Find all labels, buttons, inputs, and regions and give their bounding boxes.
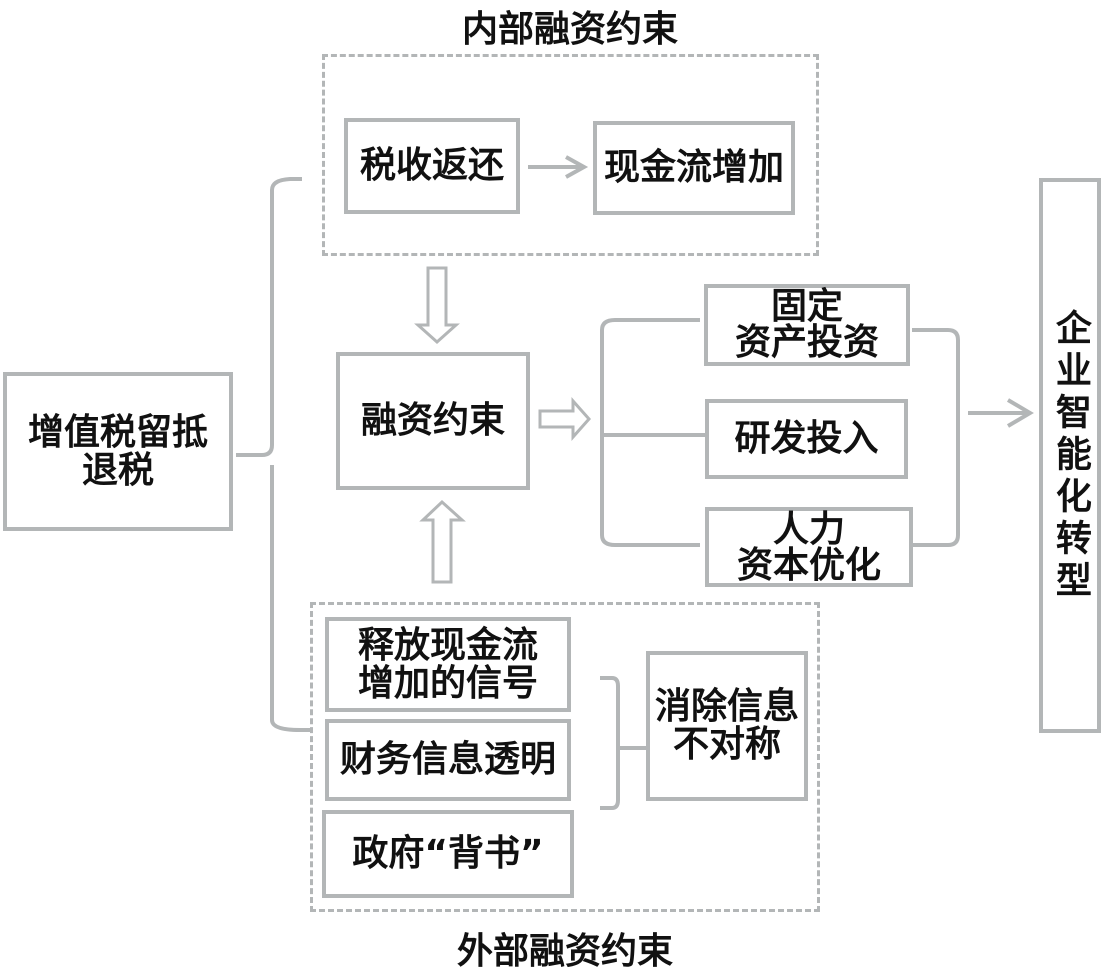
fixed-asset-investment-node: 固定 资产投资 xyxy=(704,284,910,366)
result-brace xyxy=(912,328,960,547)
signal-node: 释放现金流 增加的信号 xyxy=(325,617,571,712)
rnd-investment-node: 研发投入 xyxy=(705,399,908,479)
hollow-arrow-down xyxy=(414,266,460,345)
external-brace xyxy=(600,676,646,810)
hollow-arrow-up xyxy=(419,499,466,584)
tax-return-node: 税收返还 xyxy=(344,118,520,214)
financial-transparency-node: 财务信息透明 xyxy=(325,719,571,801)
arrow-tax-to-cash xyxy=(528,155,589,179)
internal-constraint-title: 内部融资约束 xyxy=(461,9,678,50)
hollow-arrow-right xyxy=(538,397,592,441)
arrow-to-transformation xyxy=(968,398,1034,428)
external-constraint-title: 外部融资约束 xyxy=(456,931,673,972)
intelligent-transformation-node: 企业智能化转型 xyxy=(1039,178,1101,733)
vat-refund-node: 增值税留抵 退税 xyxy=(3,372,233,531)
vat-brace xyxy=(236,177,312,732)
external-constraint-group xyxy=(310,602,820,912)
cash-increase-node: 现金流增加 xyxy=(593,121,795,215)
financing-constraint-node: 融资约束 xyxy=(336,352,530,490)
outputs-brace xyxy=(600,318,705,547)
government-endorsement-node: 政府“背书” xyxy=(322,810,574,898)
human-capital-node: 人力 资本优化 xyxy=(705,507,913,587)
information-asymmetry-node: 消除信息 不对称 xyxy=(646,651,808,801)
internal-constraint-group xyxy=(322,54,819,256)
